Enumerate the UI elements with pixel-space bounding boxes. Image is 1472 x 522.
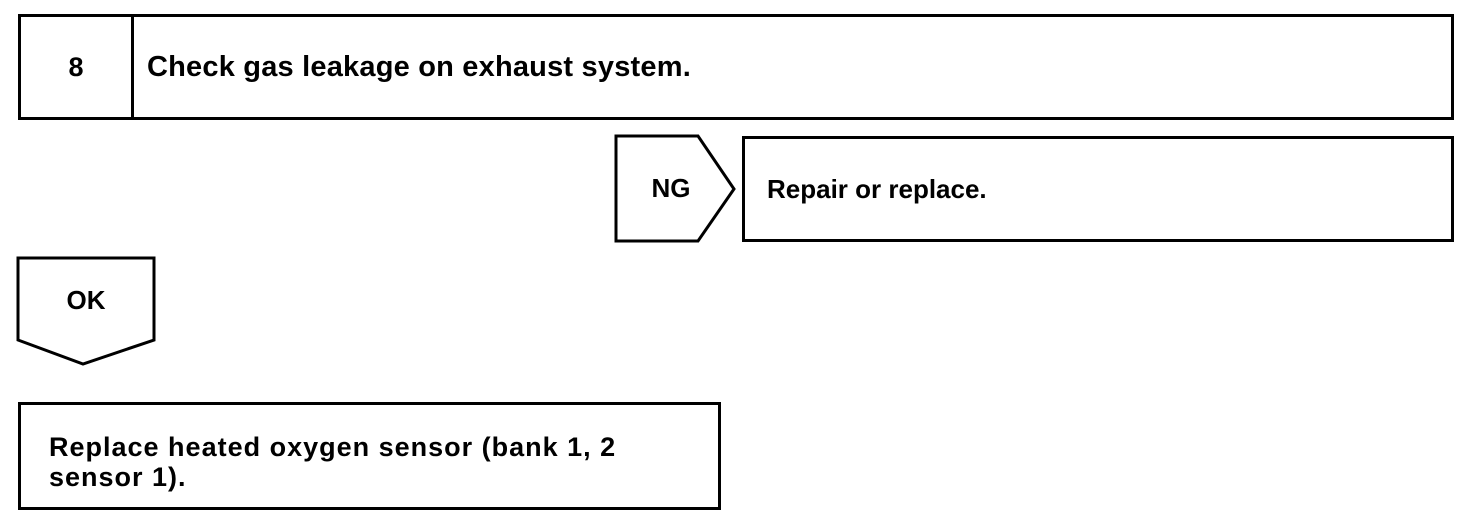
ok-label: OK bbox=[66, 284, 106, 315]
ok-action-box: Replace heated oxygen sensor (bank 1, 2 … bbox=[18, 402, 721, 510]
ng-action-box: Repair or replace. bbox=[742, 136, 1454, 242]
ng-action-text: Repair or replace. bbox=[767, 173, 987, 204]
ok-arrow-shape bbox=[16, 256, 156, 366]
ng-label: NG bbox=[651, 172, 691, 203]
step-box: 8 Check gas leakage on exhaust system. bbox=[18, 14, 1454, 120]
ok-action-text: Replace heated oxygen sensor (bank 1, 2 … bbox=[49, 432, 617, 492]
step-number: 8 bbox=[21, 17, 134, 117]
step-title: Check gas leakage on exhaust system. bbox=[147, 50, 691, 83]
ng-arrow-shape bbox=[614, 134, 736, 243]
